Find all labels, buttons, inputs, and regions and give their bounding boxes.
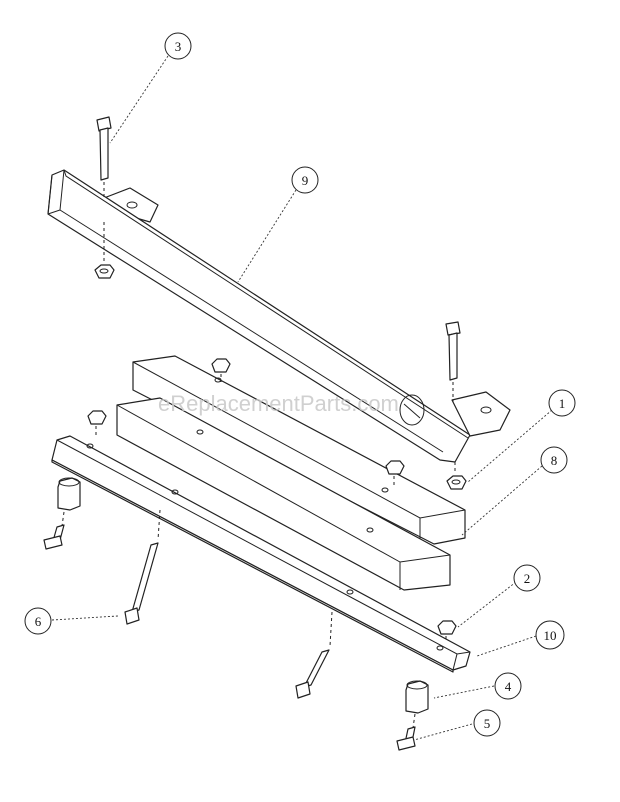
callout-3: 3 [164, 32, 192, 60]
bracket-part-9 [47, 169, 511, 463]
callout-3-label: 3 [175, 39, 182, 54]
bolt-part-5-right [396, 713, 416, 751]
block-part-8-lower [116, 397, 451, 591]
spacer-part-4-right [405, 680, 429, 714]
bolt-part-5-left [43, 511, 65, 550]
spacer-part-4-left [57, 477, 81, 511]
callout-2: 2 [513, 564, 541, 592]
nut-part-1-right [446, 462, 467, 490]
callout-9: 9 [291, 166, 319, 194]
callout-10-label: 10 [544, 628, 557, 643]
callout-4: 4 [494, 672, 522, 700]
callout-9-label: 9 [302, 173, 309, 188]
callout-8: 8 [540, 446, 568, 474]
bolt-part-6-left [124, 509, 161, 625]
nut-part-2-set [87, 358, 457, 645]
callout-6-label: 6 [35, 614, 42, 629]
callout-5-label: 5 [484, 716, 491, 731]
watermark-text: eReplacementParts.com [158, 391, 399, 416]
bolt-part-3-right [445, 321, 461, 402]
callout-4-label: 4 [505, 679, 512, 694]
block-part-8-upper [132, 355, 466, 545]
callout-2-label: 2 [524, 571, 531, 586]
callout-10: 10 [535, 620, 565, 650]
callout-1-label: 1 [559, 396, 566, 411]
callout-5: 5 [473, 709, 501, 737]
leader-lines [51, 55, 553, 741]
angle-bar-part-10 [51, 435, 471, 673]
bolt-part-6-right [295, 611, 333, 699]
nut-part-1-left [94, 222, 115, 279]
bolt-part-3-left [96, 116, 112, 200]
callout-8-label: 8 [551, 453, 558, 468]
callout-6: 6 [24, 607, 52, 635]
callout-1: 1 [548, 389, 576, 417]
